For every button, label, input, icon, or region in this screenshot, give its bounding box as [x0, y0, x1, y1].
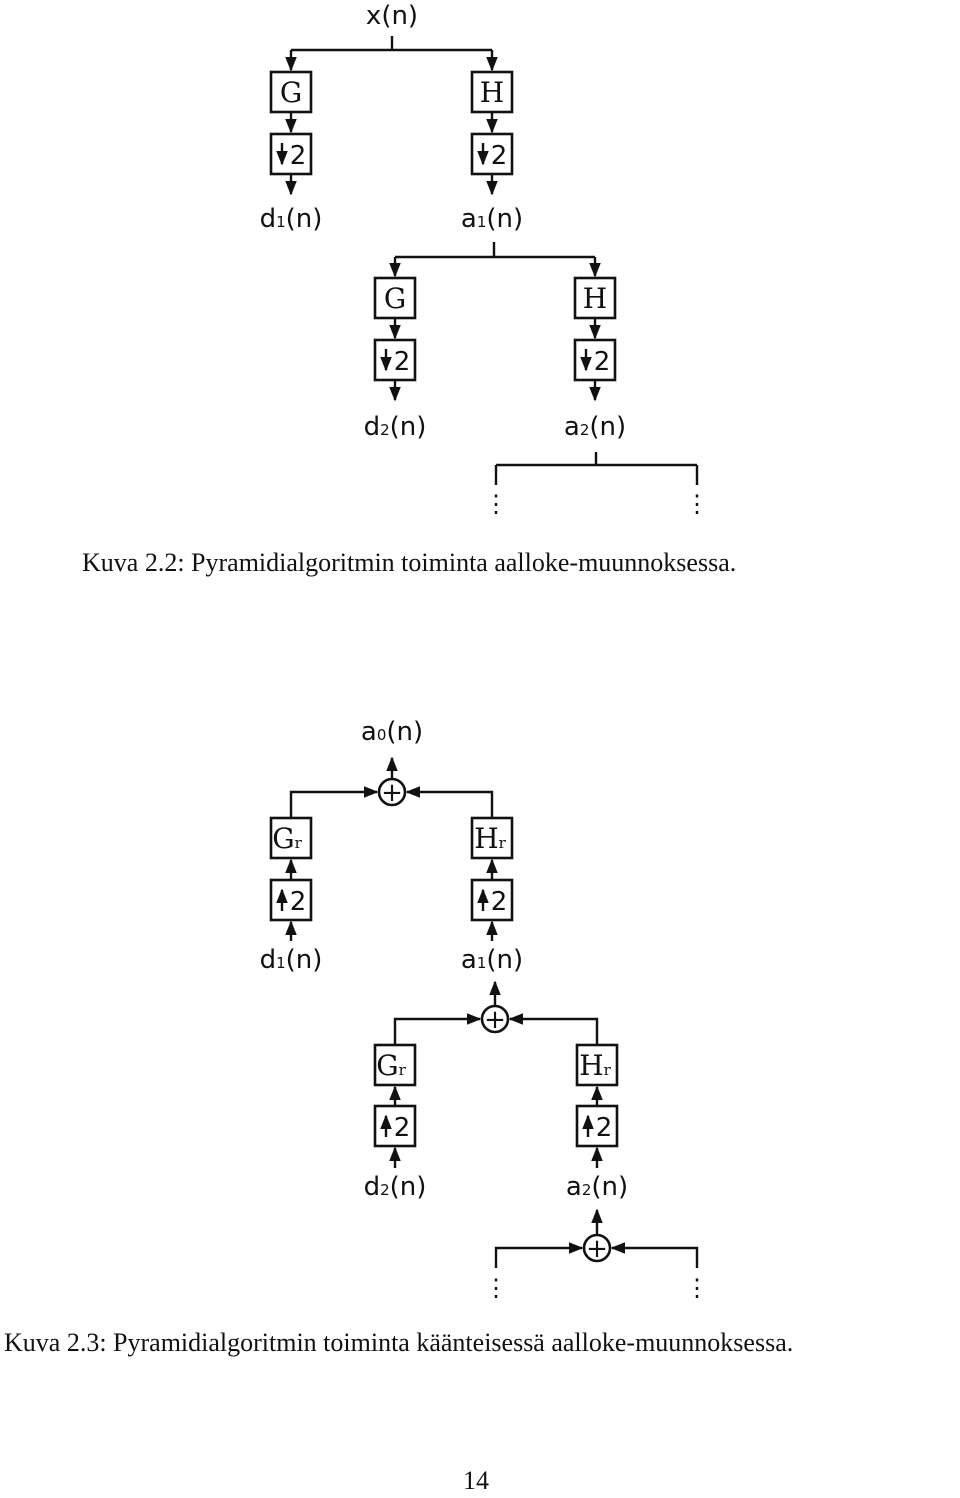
plus-icon: +	[484, 1005, 506, 1035]
signal-label-a2: a2(n)	[566, 1172, 628, 1202]
signal-label-x: x(n)	[366, 1, 418, 31]
signal-label-d1: d1(n)	[260, 945, 323, 975]
merge-connector	[405, 786, 494, 818]
sum-node	[480, 1004, 510, 1034]
filter-label-g: G	[384, 282, 406, 315]
filter-label-g: G	[280, 76, 302, 109]
downsample-factor: 2	[290, 141, 307, 171]
filter-block-gr	[373, 1043, 417, 1087]
signal-label-d1: d1(n)	[260, 204, 323, 234]
signal-label-a1: a1(n)	[461, 204, 523, 234]
filter-block-hr	[575, 1043, 619, 1087]
sum-node	[377, 777, 407, 807]
figure-caption: Kuva 2.3: Pyramidialgoritmin toiminta kä…	[4, 1328, 794, 1357]
upsample-factor: 2	[491, 887, 508, 917]
continuation-dots: ⋮	[685, 1274, 709, 1302]
filter-block-hr	[470, 816, 514, 860]
downsample-factor: 2	[594, 347, 611, 377]
merge-connector	[289, 786, 379, 818]
signal-label-a2: a2(n)	[564, 412, 626, 442]
upsample-factor: 2	[394, 1113, 411, 1143]
signal-label-a1: a1(n)	[461, 945, 523, 975]
merge-connector	[494, 1242, 584, 1268]
page-number: 14	[463, 1466, 489, 1495]
continuation-dots: ⋮	[484, 490, 508, 518]
split-connector	[291, 36, 492, 70]
merge-connector	[610, 1242, 699, 1268]
plus-icon: +	[586, 1234, 608, 1264]
downsample-factor: 2	[491, 141, 508, 171]
filter-label-gr: Gr	[376, 1049, 406, 1082]
downsample-block	[470, 132, 514, 176]
sum-node	[582, 1233, 612, 1263]
upsample-factor: 2	[290, 887, 307, 917]
filter-label-hr: Hr	[474, 822, 506, 855]
signal-label-a0: a0(n)	[361, 717, 423, 747]
filter-label-hr: Hr	[579, 1049, 611, 1082]
figure1-diagram: x(n) G 2 d1(n) H 2 a1(n) G 2 d2(n)	[260, 1, 709, 518]
filter-block-gr	[269, 816, 313, 860]
upsample-factor: 2	[596, 1113, 613, 1143]
continuation-dots: ⋮	[685, 490, 709, 518]
filter-block-h	[470, 70, 514, 114]
signal-label-d2: d2(n)	[364, 412, 427, 442]
signal-label-d2: d2(n)	[364, 1172, 427, 1202]
plus-icon: +	[381, 778, 403, 808]
filter-label-h: H	[583, 282, 607, 315]
filter-label-h: H	[480, 76, 504, 109]
split-connector	[494, 452, 699, 485]
split-connector	[395, 242, 595, 276]
merge-connector	[393, 1013, 482, 1045]
filter-label-gr: Gr	[272, 822, 302, 855]
figure2-diagram: a0(n) + Gr 2 d1(n) Hr 2 a1(n) + Gr	[260, 717, 709, 1302]
merge-connector	[508, 1013, 599, 1045]
continuation-dots: ⋮	[484, 1274, 508, 1302]
downsample-factor: 2	[394, 347, 411, 377]
figure-caption: Kuva 2.2: Pyramidialgoritmin toiminta aa…	[82, 548, 737, 577]
